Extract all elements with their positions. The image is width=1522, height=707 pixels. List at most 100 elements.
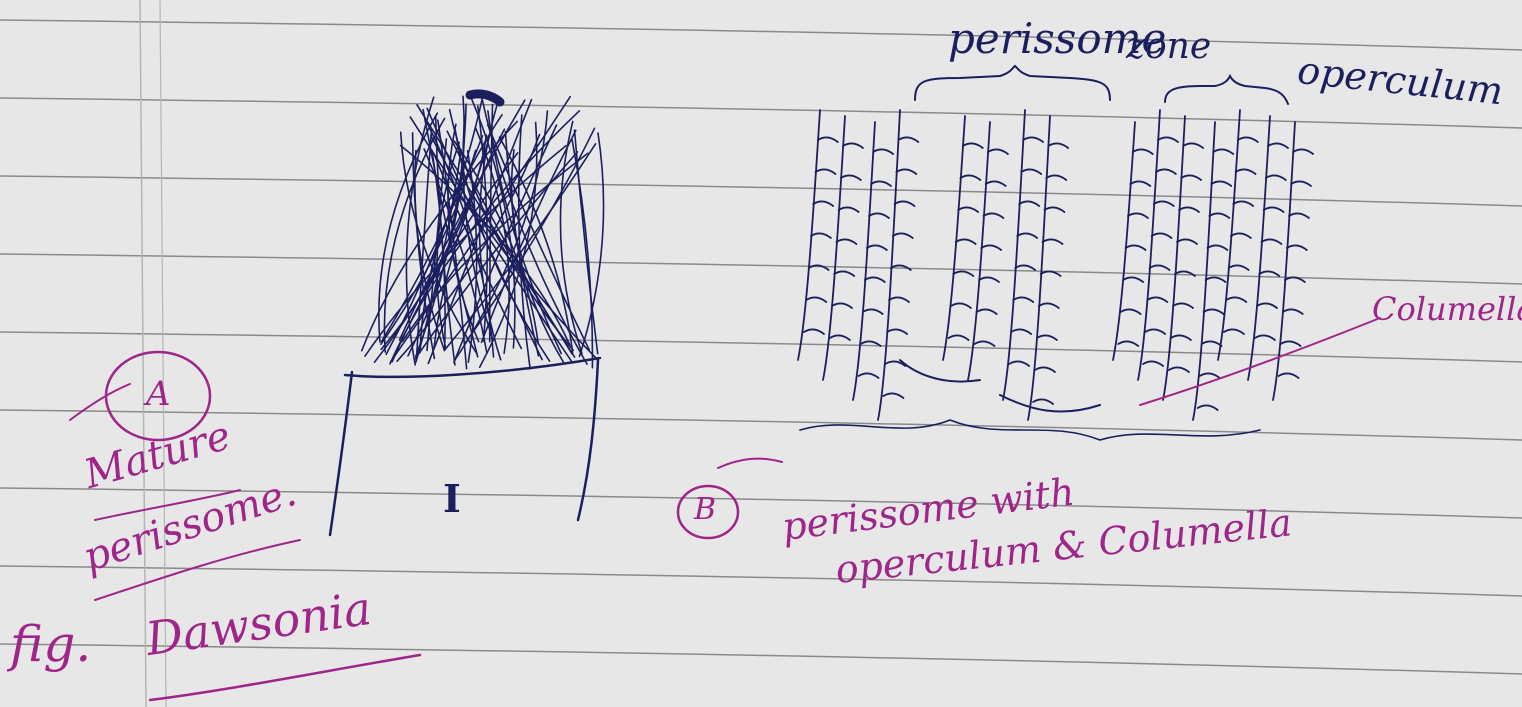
cell-septum [1130, 181, 1150, 186]
cell-septum [1121, 309, 1141, 314]
cell-septum [811, 233, 831, 238]
cell-septum [1145, 329, 1165, 334]
cell-septum [958, 207, 978, 212]
cell-septum [1118, 341, 1138, 346]
cell-septum [1224, 329, 1244, 334]
cell-septum [977, 309, 997, 314]
rule-line [0, 566, 1522, 596]
cell-septum [1238, 137, 1258, 142]
cell-septum [1046, 175, 1066, 180]
cell-septum [1293, 149, 1313, 154]
cell-septum [816, 169, 836, 174]
cell-septum [896, 169, 916, 174]
cell-septum [869, 213, 889, 218]
cell-column-wall [1193, 122, 1215, 420]
label-zone: zone [1126, 26, 1211, 67]
cell-column-wall [1113, 122, 1135, 360]
fig-prefix: fig. [10, 615, 91, 673]
cell-septum [1261, 239, 1281, 244]
cell-septum [1123, 277, 1143, 282]
cell-septum [1287, 245, 1307, 250]
cell-septum [898, 137, 918, 142]
cell-septum [1204, 309, 1224, 314]
cell-septum [843, 143, 863, 148]
cell-septum [1231, 233, 1251, 238]
pointer-columella [1140, 318, 1380, 405]
cell-septum [1133, 149, 1153, 154]
cell-septum [883, 393, 903, 398]
cell-septum [1143, 361, 1163, 366]
cell-septum [834, 271, 854, 276]
figure-b-drawing [798, 66, 1313, 440]
cell-septum [804, 329, 824, 334]
underline-genus [150, 655, 420, 700]
cell-septum [1154, 201, 1174, 206]
cell-septum [1268, 143, 1288, 148]
cell-septum [1048, 143, 1068, 148]
cell-septum [871, 181, 891, 186]
cell-column-wall [1218, 110, 1240, 360]
cell-septum [889, 297, 909, 302]
cell-septum [1033, 399, 1053, 404]
cell-septum [813, 201, 833, 206]
cell-septum [1236, 169, 1256, 174]
cell-septum [1198, 405, 1218, 410]
ruled-lines [0, 20, 1522, 674]
cell-septum [1283, 309, 1303, 314]
cell-septum [841, 175, 861, 180]
capsule-outline [330, 358, 600, 535]
cell-septum [963, 143, 983, 148]
cell-septum [865, 277, 885, 282]
cell-septum [832, 303, 852, 308]
cell-septum [1291, 181, 1311, 186]
columella-cells [900, 360, 1100, 412]
cell-septum [1209, 213, 1229, 218]
cell-septum [1281, 341, 1301, 346]
cell-septum [1015, 265, 1035, 270]
capsule-mark: I [443, 476, 461, 521]
cell-septum [863, 309, 883, 314]
cell-septum [1177, 239, 1197, 244]
cell-septum [1017, 233, 1037, 238]
cell-septum [981, 245, 1001, 250]
cell-septum [1183, 143, 1203, 148]
cell-septum [1158, 137, 1178, 142]
cell-septum [1211, 181, 1231, 186]
cell-septum [1150, 265, 1170, 270]
cell-septum [806, 297, 826, 302]
cell-septum [1229, 265, 1249, 270]
cell-septum [1173, 303, 1193, 308]
cell-septum [956, 239, 976, 244]
cell-septum [1207, 245, 1227, 250]
cell-septum [1128, 213, 1148, 218]
rule-line [0, 20, 1522, 50]
cell-column-wall [798, 110, 820, 360]
cell-septum [893, 233, 913, 238]
label-columella: Columella [1372, 290, 1522, 328]
cell-column-wall [1248, 116, 1270, 380]
cell-septum [1126, 245, 1146, 250]
peristome-hairs [362, 96, 604, 369]
cell-septum [1011, 329, 1031, 334]
figure-b-circle-label: B [694, 492, 716, 527]
cell-septum [1009, 361, 1029, 366]
rule-line [0, 176, 1522, 206]
cell-septum [1279, 373, 1299, 378]
cell-septum [1039, 303, 1059, 308]
figure-a-circle-label: A [146, 374, 171, 414]
cell-septum [1147, 297, 1167, 302]
cell-septum [988, 149, 1008, 154]
bracket-operculum [1165, 76, 1288, 104]
cell-septum [1035, 367, 1055, 372]
cell-septum [1202, 341, 1222, 346]
cell-septum [1266, 175, 1286, 180]
cell-septum [830, 335, 850, 340]
cell-septum [895, 201, 915, 206]
cell-septum [1206, 277, 1226, 282]
cell-septum [949, 335, 969, 340]
figure-a-drawing [330, 94, 604, 535]
cell-septum [1257, 303, 1277, 308]
peristome-hair [560, 122, 581, 354]
cell-septum [1289, 213, 1309, 218]
